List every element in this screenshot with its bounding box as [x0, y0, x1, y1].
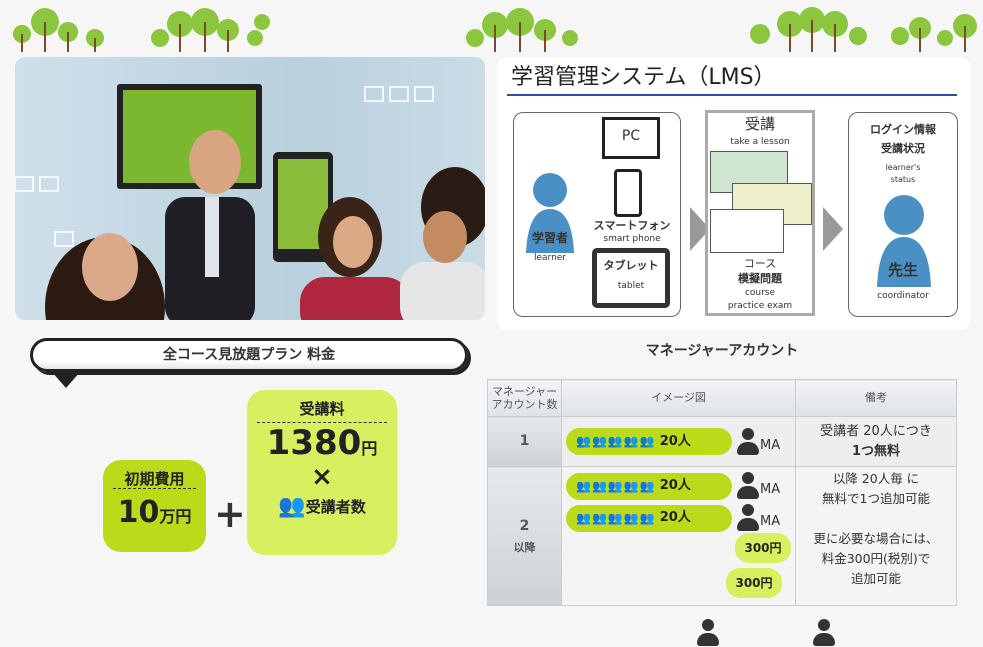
- status-en: status: [890, 175, 916, 184]
- teacher-en: coordinator: [877, 291, 929, 301]
- lms-title: 学習管理システム（LMS）: [511, 65, 776, 90]
- manager-person-icon: [736, 472, 760, 500]
- learners-pill: 👥👥👥👥👥20人: [566, 504, 732, 532]
- pc-label: PC: [621, 128, 641, 144]
- course-label: コース: [743, 257, 777, 270]
- manager-person-icon: [736, 504, 760, 532]
- count-cell: 2: [519, 518, 530, 534]
- smartphone-icon: [614, 169, 642, 217]
- manager-person-icon: [812, 619, 836, 647]
- status-en: learner's: [885, 163, 921, 172]
- photo-illustration: [15, 84, 485, 320]
- initial-fee-label: 初期費用: [113, 460, 196, 489]
- lesson-box: 受講 take a lesson コース 模擬問題 course practic…: [705, 110, 815, 316]
- count-sub: 以降: [513, 540, 536, 554]
- lesson-label: 受講: [744, 115, 775, 133]
- teacher-label: 先生: [887, 261, 918, 279]
- lms-panel: 学習管理システム（LMS） 学習者 learner PC スマートフォン sma…: [497, 57, 970, 330]
- header-notes: 備考: [795, 379, 957, 417]
- tuition-fee-value: 1380: [266, 423, 362, 463]
- initial-fee-value: 10: [117, 495, 160, 530]
- pill-count: 20人: [659, 433, 691, 449]
- manager-person-icon: [696, 619, 720, 647]
- pill-count: 20人: [659, 478, 691, 494]
- count-cell: 1: [487, 416, 562, 467]
- tree-banner: [13, 7, 977, 52]
- tuition-fee-unit: 円: [361, 439, 378, 458]
- learner-en: learner: [533, 253, 567, 263]
- arrow-right-icon: [823, 207, 843, 251]
- manager-account-title: マネージャーアカウント: [645, 343, 799, 359]
- ma-label: MA: [760, 482, 781, 498]
- learner-person-icon: [526, 173, 574, 253]
- initial-fee-box: 初期費用 10万円: [103, 460, 206, 552]
- tablet-label: タブレット: [603, 259, 659, 272]
- manager-person-icon: [736, 427, 760, 456]
- note-line: 以降 20人毎 に: [832, 471, 920, 486]
- pc-icon: PC: [602, 117, 660, 159]
- course-en: course: [744, 288, 776, 298]
- bubble-tail: [52, 372, 80, 388]
- note-line: 無料で1つ追加可能: [822, 491, 930, 506]
- per-learner-label: 受講者数: [305, 497, 366, 516]
- pill-count: 20人: [659, 510, 691, 526]
- tablet-icon: タブレット tablet: [592, 248, 670, 308]
- note-line: 1つ無料: [851, 443, 901, 459]
- users-group-icon: 👥👥👥👥👥: [576, 478, 656, 493]
- ma-label: MA: [760, 514, 781, 530]
- users-group-icon: 👥: [278, 493, 306, 519]
- teacher-person-icon: [877, 195, 931, 287]
- ma-label: MA: [760, 437, 781, 453]
- exam-en: practice exam: [727, 301, 793, 311]
- smartphone-label: スマートフォン: [593, 219, 671, 232]
- price-badge: 300円: [735, 533, 791, 563]
- note-line: 追加可能: [850, 571, 901, 586]
- note-line: 料金300円(税別)で: [821, 551, 931, 566]
- users-group-icon: 👥👥👥👥👥: [576, 434, 656, 449]
- learner-label: 学習者: [531, 231, 568, 245]
- smartphone-en: smart phone: [603, 234, 661, 244]
- table-row: 1 👥👥👥👥👥20人 MA 受講者 20人につき 1つ無料: [487, 416, 957, 467]
- users-group-icon: 👥👥👥👥👥: [576, 510, 656, 525]
- learner-devices-box: 学習者 learner PC スマートフォン smart phone タブレット…: [513, 112, 681, 317]
- learners-pill: 👥👥👥👥👥20人: [566, 428, 732, 455]
- plan-title-bubble: 全コース見放題プラン 料金: [30, 338, 468, 372]
- header-count: マネージャーアカウント数: [487, 379, 562, 417]
- plus-sign: +: [214, 492, 246, 536]
- learners-pill: 👥👥👥👥👥20人: [566, 472, 732, 500]
- login-info-label: ログイン情報: [870, 123, 936, 136]
- lesson-en: take a lesson: [730, 137, 790, 147]
- divider: [507, 94, 957, 96]
- tablet-en: tablet: [617, 281, 645, 291]
- header-image: イメージ図: [561, 379, 796, 417]
- coordinator-box: ログイン情報 受講状況 learner's status 先生 coordina…: [848, 112, 958, 317]
- note-line: 受講者 20人につき: [820, 423, 932, 439]
- note-line: 更に必要な場合には、: [813, 531, 939, 546]
- manager-account-table: マネージャーアカウント数 イメージ図 備考 1 👥👥👥👥👥20人 MA 受講者 …: [487, 379, 957, 647]
- exam-screenshot: [710, 209, 784, 253]
- tuition-fee-box: 受講料 1380円 × 👥受講者数: [247, 390, 397, 555]
- times-sign: ×: [311, 461, 333, 492]
- exam-label: 模擬問題: [738, 272, 782, 285]
- initial-fee-unit: 万円: [159, 507, 192, 526]
- tuition-fee-label: 受講料: [257, 390, 387, 423]
- status-label: 受講状況: [881, 142, 925, 155]
- price-badge: 300円: [726, 568, 782, 598]
- hero-photo: [15, 57, 485, 320]
